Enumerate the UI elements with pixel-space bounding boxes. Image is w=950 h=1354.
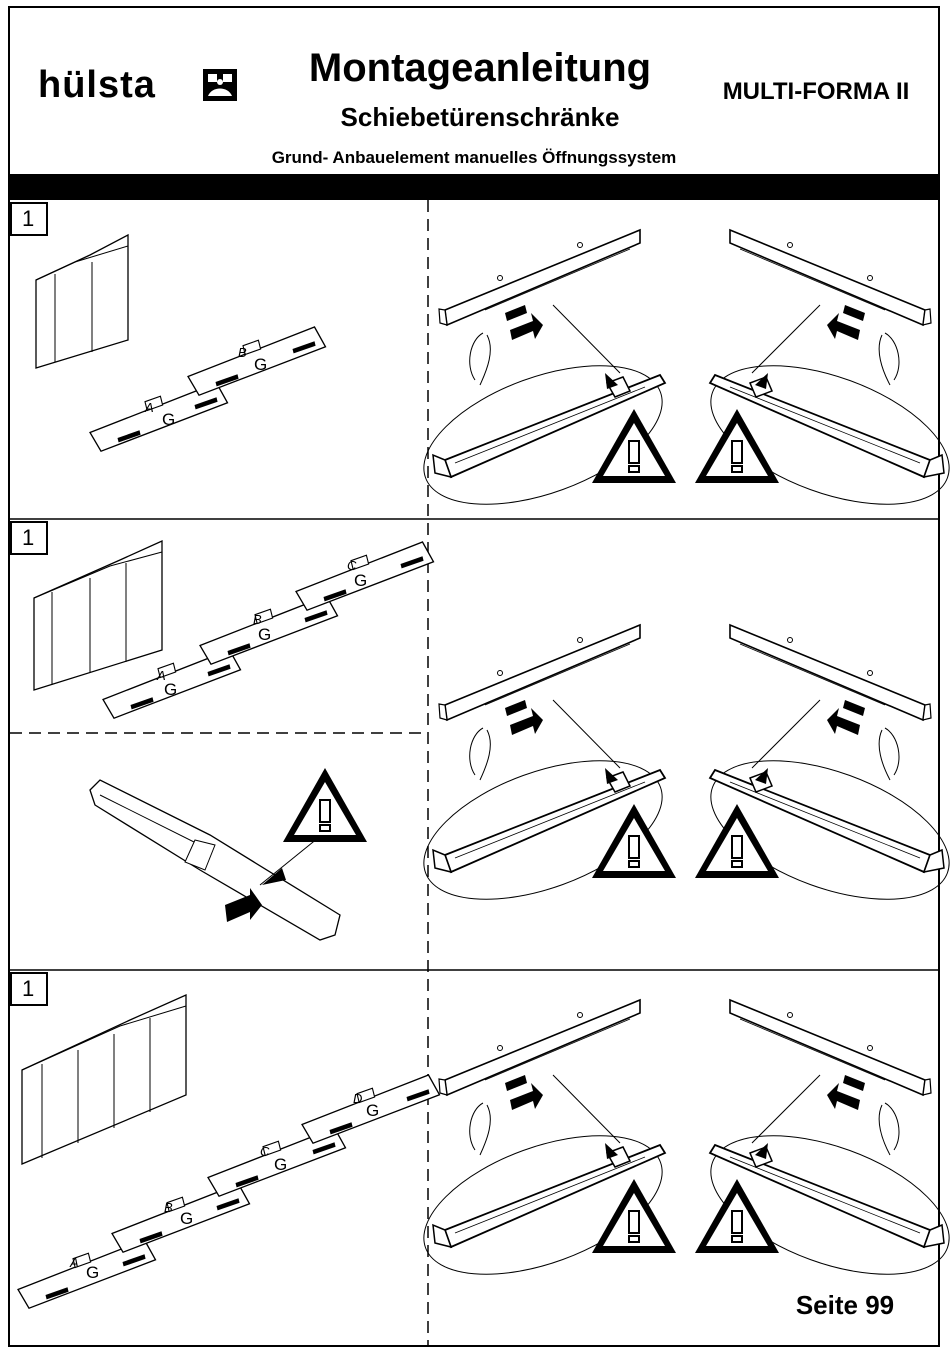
panel-marking: G [258,625,271,644]
panel-marking: G [354,571,367,590]
panel-marking: G [162,410,175,429]
panel-label-3d: D [353,1091,362,1106]
panel-marking: G [274,1155,287,1174]
wardrobe-3-door [34,541,162,690]
wardrobe-2-door [36,235,128,368]
panel-label-1a: A [144,400,154,415]
opening-mechanism-detail [90,780,340,940]
panel-label-3a: A [69,1255,79,1270]
panel-label-3b: B [164,1200,173,1215]
step-number: 1 [10,972,48,1006]
panel-marking: G [180,1209,193,1228]
panel-label-3c: C [260,1144,270,1159]
step-number: 1 [10,202,48,236]
wardrobe-4-door [22,995,186,1164]
panel-label-1b: B [238,345,247,360]
panel-marking: G [254,355,267,374]
step-number: 1 [10,521,48,555]
panel-marking: G [366,1101,379,1120]
page-number: Seite 99 [760,1292,930,1318]
panel-marking: G [86,1263,99,1282]
panel-marking: G [164,680,177,699]
